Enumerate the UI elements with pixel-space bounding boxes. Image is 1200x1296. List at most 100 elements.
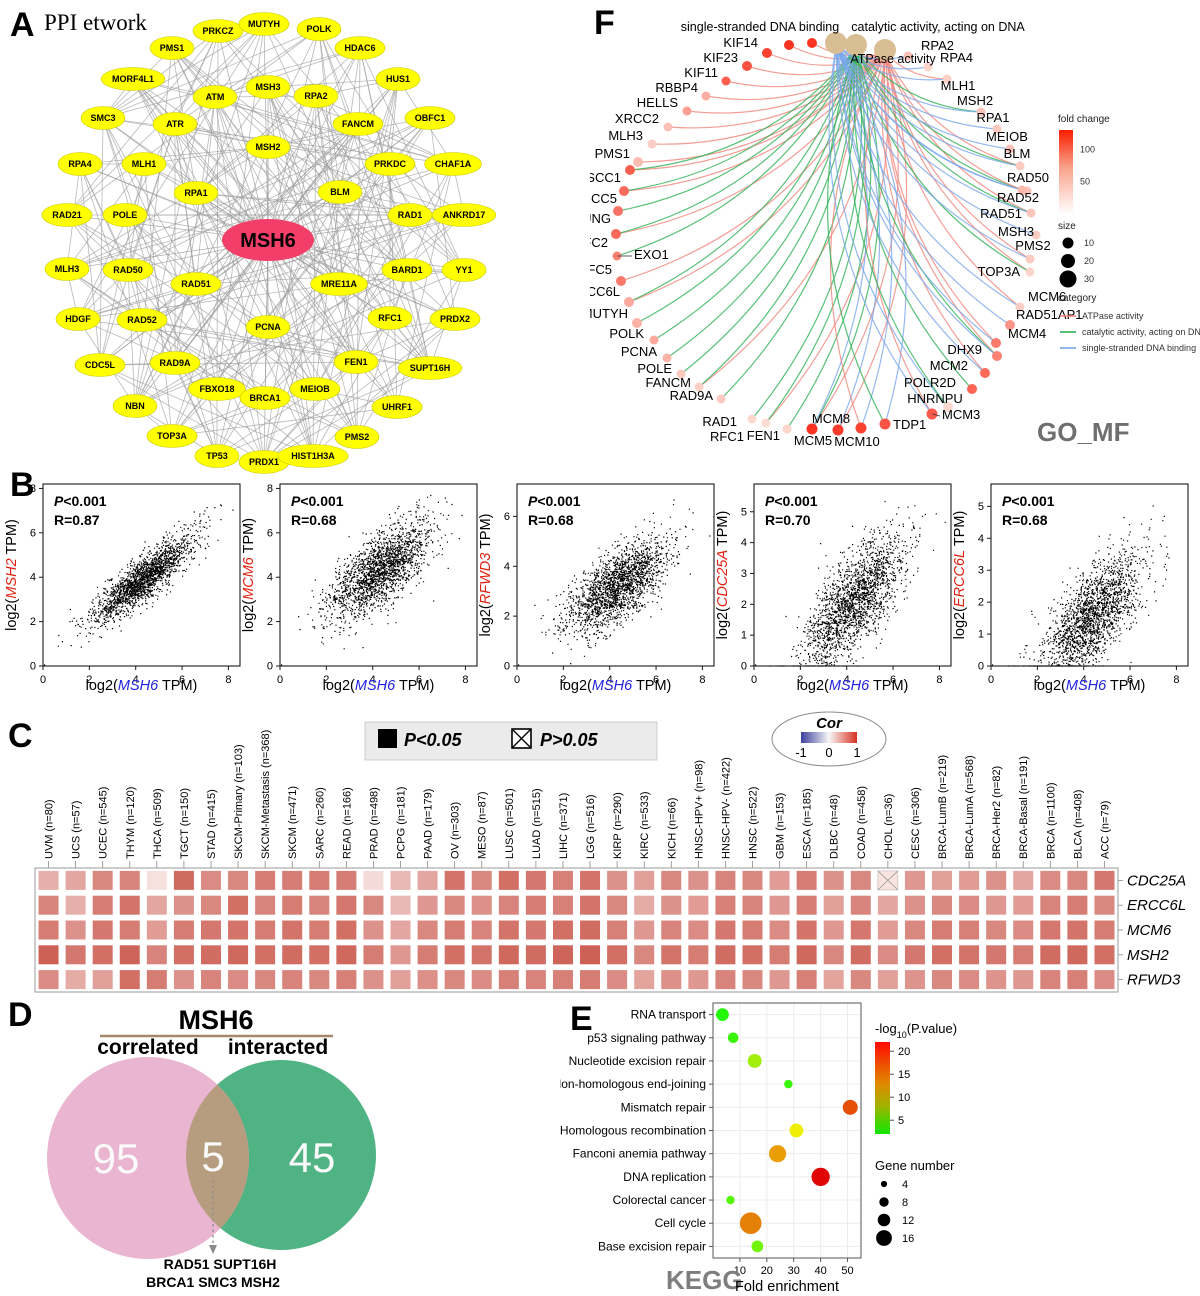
network-edge (141, 319, 358, 438)
gene-label: KIF14 (723, 35, 758, 50)
network-node (332, 112, 384, 136)
heatmap-column-header: ESCA (n=185) (802, 788, 814, 859)
gene-dot (992, 124, 1002, 134)
heatmap-cell (932, 870, 953, 890)
text: 6 (1127, 674, 1133, 686)
gene-label: FEN1 (747, 428, 780, 443)
chord-curve (835, 45, 1032, 214)
heatmap-cell (390, 945, 411, 965)
network-edge (66, 163, 454, 270)
gene-dot (1025, 267, 1035, 277)
network-node (192, 19, 244, 43)
network-node-label: MRE11A (321, 279, 358, 289)
y-axis-label: log2(MCM6 TPM) (241, 518, 257, 632)
heatmap-cell (580, 895, 601, 915)
heatmap-cell (38, 920, 59, 940)
sig-square-icon (378, 729, 397, 748)
text: 0 (40, 674, 46, 686)
network-node (371, 395, 423, 419)
network-node (149, 351, 201, 375)
heatmap-cell (1094, 870, 1115, 890)
heatmap-column-header: THCA (n=509) (152, 788, 164, 859)
network-node-label: PRKCZ (203, 26, 235, 36)
gene-label: EXO1 (634, 247, 669, 262)
network-edge (195, 86, 269, 194)
gene-label: MLH3 (608, 128, 643, 143)
heatmap-cell (173, 895, 194, 915)
heatmap-cell (634, 895, 655, 915)
text: 3 (741, 568, 747, 580)
heatmap-cell (823, 970, 844, 990)
gene-label: RPA4 (940, 50, 973, 65)
text: 4 (741, 537, 747, 549)
gene-label: RPA1 (977, 110, 1010, 125)
heatmap-column-header: HNSC (n=522) (747, 787, 759, 859)
network-edge (171, 47, 408, 271)
text: 8 (225, 674, 231, 686)
gene-dot (942, 74, 952, 84)
panel-f-title: GO_MF (1037, 417, 1129, 447)
heatmap-cell (255, 945, 276, 965)
heatmap-cell (877, 895, 898, 915)
gene-label: MCM6 (1028, 289, 1066, 304)
venn-right-count: 45 (289, 1134, 336, 1181)
heatmap-cell (1094, 920, 1115, 940)
network-node-label: RPA2 (304, 91, 327, 101)
pathway-label: Colorectal cancer (613, 1193, 706, 1207)
heatmap-cell (444, 920, 465, 940)
gene-dot (762, 48, 772, 58)
network-edge (264, 214, 411, 399)
heatmap-cell (1040, 870, 1061, 890)
heatmap-cell (580, 920, 601, 940)
heatmap-cell (1040, 945, 1061, 965)
network-edge (267, 326, 431, 369)
heatmap-cell (850, 945, 871, 965)
text: 0 (978, 661, 984, 673)
gene-labels: KIF14KIF23KIF11RBBP4HELLSXRCC2MLH3PMS1DS… (590, 35, 1082, 449)
network-edge (216, 367, 431, 457)
heatmap-cell (742, 895, 763, 915)
network-edge (174, 23, 265, 125)
network-node-label: SMC3 (90, 113, 115, 123)
network-edge (174, 239, 269, 364)
gene-dot (806, 423, 818, 435)
text: 6 (504, 511, 510, 523)
heatmap-cell (92, 945, 113, 965)
gene-dot (923, 62, 933, 72)
network-edge (267, 86, 408, 271)
heatmap-cell (552, 920, 573, 940)
p-value-text: P<0.001 (765, 493, 818, 509)
network-node-label: HIST1H3A (291, 451, 335, 461)
heatmap-cell (796, 920, 817, 940)
network-edge (102, 117, 391, 165)
gene-dot (625, 165, 635, 175)
heatmap-cell (769, 945, 790, 965)
network-edge (216, 239, 269, 390)
text: 2 (504, 611, 510, 623)
network-edge (264, 214, 465, 399)
dotplot-x-label: Fold enrichment (735, 1279, 839, 1295)
network-edge (267, 239, 357, 363)
panel-letter-a: A (10, 6, 35, 44)
chord-curve (835, 45, 1023, 191)
panel-f-go-chord: F KIF14KIF23KIF11RBBP4HELLSXRCC2MLH3PMS1… (590, 4, 1200, 449)
network-node (245, 135, 291, 159)
heatmap-cell (932, 945, 953, 965)
gene-label: FANCM (646, 375, 692, 390)
heatmap-column-header: HNSC-HPV- (n=422) (720, 757, 732, 859)
hub-node (874, 39, 896, 61)
text: 2 (30, 616, 36, 628)
gene-label: POLR2D (904, 375, 956, 390)
heatmap-cell (336, 945, 357, 965)
text: 4 (844, 674, 850, 686)
heatmap-column-header: BRCA-Her2 (n=82) (991, 766, 1003, 859)
text: 10 (898, 1092, 910, 1104)
heatmap-cell (1067, 945, 1088, 965)
network-edge (389, 163, 456, 320)
text: 4 (370, 674, 376, 686)
heatmap-cell (525, 945, 546, 965)
heatmap-cell (525, 870, 546, 890)
chord-curves (615, 42, 1037, 431)
